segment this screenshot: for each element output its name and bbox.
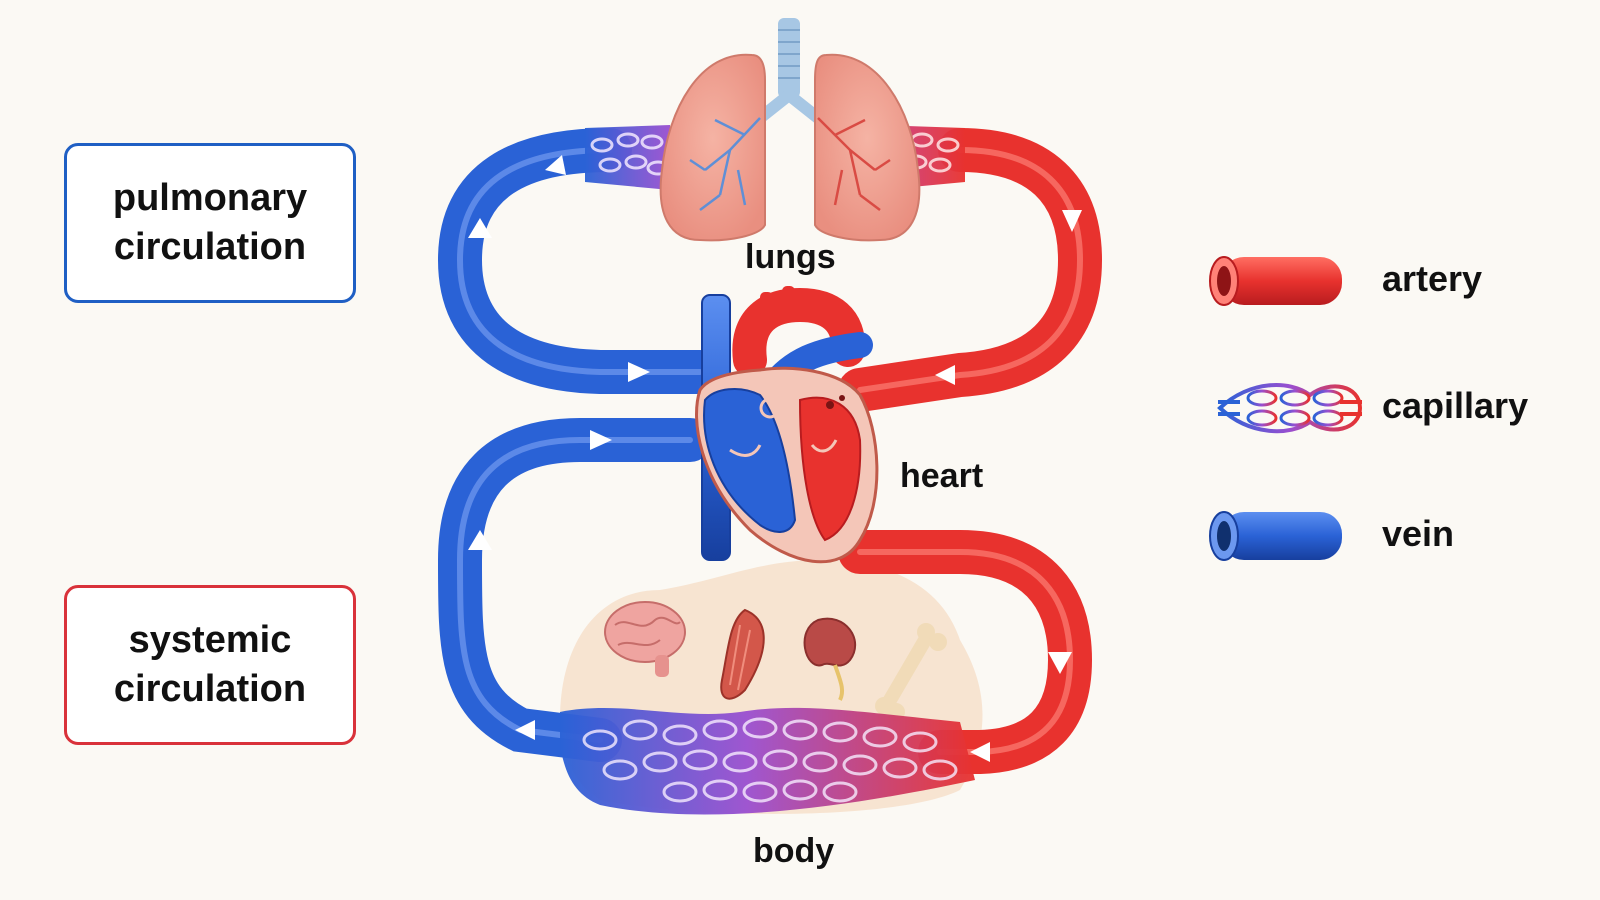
pulmonary-circulation-box: pulmonary circulation bbox=[64, 143, 356, 303]
body-label: body bbox=[753, 832, 835, 870]
body-capillary-bed bbox=[560, 707, 975, 815]
legend-vein-label: vein bbox=[1382, 513, 1455, 554]
pulmonary-label-line1: pulmonary bbox=[112, 176, 308, 219]
kidney-icon bbox=[803, 617, 857, 701]
pulmonary-label-line2: circulation bbox=[113, 226, 307, 268]
systemic-label-line2: circulation bbox=[113, 668, 307, 710]
legend-artery-label: artery bbox=[1382, 258, 1483, 299]
lung-capillary-left bbox=[585, 125, 670, 190]
arrow-icon bbox=[1048, 652, 1072, 674]
arrow-icon bbox=[970, 742, 990, 762]
legend-artery-icon bbox=[1209, 256, 1342, 306]
arrow-icon bbox=[515, 720, 535, 740]
heart-illustration bbox=[695, 286, 879, 564]
muscle-icon bbox=[720, 608, 765, 700]
brain-icon bbox=[604, 601, 686, 677]
flow-arrows bbox=[468, 155, 1082, 762]
body-organs bbox=[604, 601, 947, 721]
lungs-label: lungs bbox=[745, 238, 836, 276]
arrow-icon bbox=[468, 218, 492, 238]
arrow-icon bbox=[935, 365, 955, 385]
lungs-illustration bbox=[659, 18, 921, 242]
bone-icon bbox=[875, 623, 947, 721]
legend-vein-icon bbox=[1209, 511, 1342, 561]
arrow-icon bbox=[545, 155, 566, 175]
heart-label: heart bbox=[900, 457, 984, 495]
legend-capillary-icon bbox=[1217, 383, 1363, 434]
systemic-circulation-box: systemic circulation bbox=[64, 585, 356, 745]
legend-capillary-label: capillary bbox=[1382, 385, 1529, 426]
arrow-icon bbox=[1062, 210, 1082, 232]
systemic-label-line1: systemic bbox=[128, 618, 292, 661]
arrow-icon bbox=[628, 362, 650, 382]
arrow-icon bbox=[590, 430, 612, 450]
arrow-icon bbox=[468, 530, 492, 550]
